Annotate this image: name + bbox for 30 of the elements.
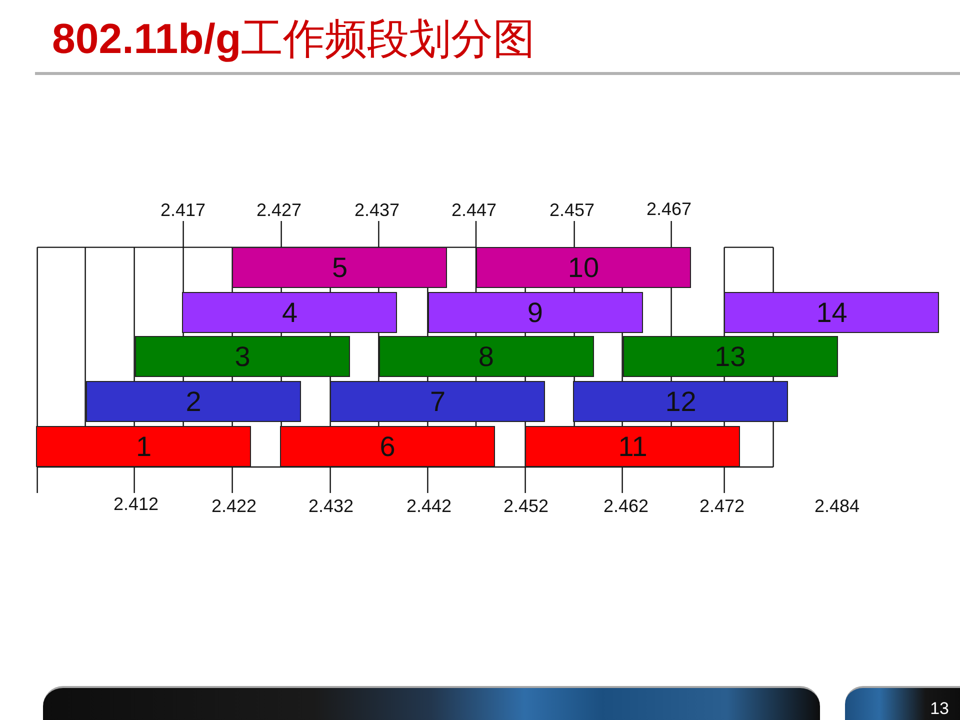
channel-bar: 11 bbox=[525, 426, 740, 467]
title: 802.11b/g工作频段划分图 bbox=[52, 14, 536, 65]
channel-bar: 8 bbox=[378, 336, 594, 377]
frequency-label: 2.457 bbox=[549, 201, 595, 219]
channel-bar: 9 bbox=[428, 292, 643, 333]
channel-bar: 13 bbox=[622, 336, 838, 377]
channel-bar: 1 bbox=[36, 426, 252, 467]
frequency-label: 2.432 bbox=[308, 497, 354, 515]
channel-bar: 10 bbox=[476, 247, 691, 288]
page-number: 13 bbox=[930, 700, 949, 716]
frequency-label: 2.427 bbox=[256, 201, 302, 219]
channel-bar: 12 bbox=[573, 381, 788, 422]
frequency-label: 2.417 bbox=[160, 201, 206, 219]
channel-bar: 2 bbox=[86, 381, 301, 422]
frequency-label: 2.412 bbox=[113, 495, 159, 513]
frequency-label: 2.462 bbox=[603, 497, 649, 515]
channel-bar: 7 bbox=[330, 381, 546, 422]
frequency-label: 2.484 bbox=[814, 497, 860, 515]
channel-bar: 6 bbox=[280, 426, 495, 467]
channel-bar: 14 bbox=[724, 292, 940, 333]
frequency-label: 2.422 bbox=[211, 497, 257, 515]
frequency-label: 2.472 bbox=[699, 497, 745, 515]
channel-bar: 4 bbox=[182, 292, 398, 333]
frequency-label: 2.442 bbox=[406, 497, 452, 515]
frequency-label: 2.452 bbox=[503, 497, 549, 515]
frequency-label: 2.447 bbox=[451, 201, 497, 219]
frequency-label: 2.437 bbox=[354, 201, 400, 219]
channel-bar: 5 bbox=[232, 247, 448, 288]
frequency-label: 2.467 bbox=[646, 200, 692, 218]
channel-bar: 3 bbox=[135, 336, 350, 377]
